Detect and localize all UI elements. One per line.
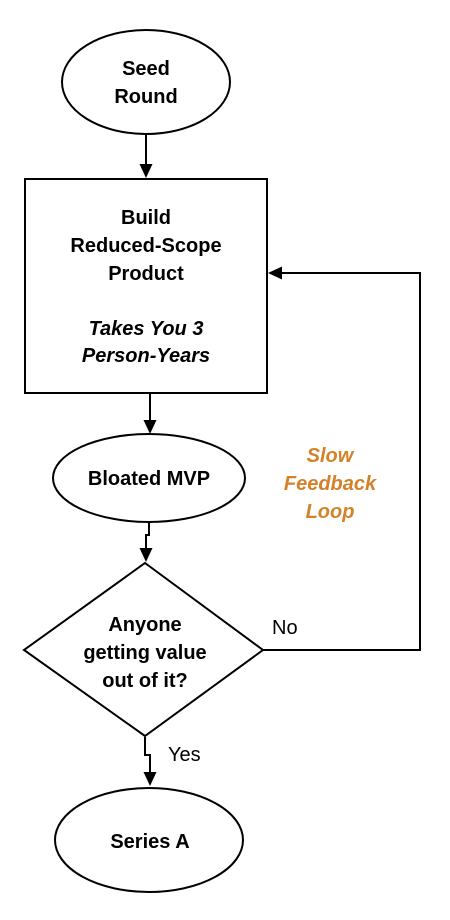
build-product-note-line1: Takes You 3 [89, 318, 204, 340]
edge-decision-yes-to-series-a [143, 737, 157, 786]
build-product-label-line3: Product [108, 263, 184, 285]
annotation-line3: Loop [306, 501, 355, 523]
decision-label-line1: Anyone [108, 614, 181, 636]
edge-mvp-to-decision [139, 522, 153, 562]
edge-build-to-mvp [143, 394, 157, 434]
build-product-note-line2: Person-Years [82, 345, 210, 367]
series-a-label: Series A [110, 831, 189, 853]
series-a-ellipse [54, 787, 244, 893]
decision-diamond [22, 561, 265, 738]
seed-round-label-line2: Round [114, 86, 177, 108]
arrowhead [143, 420, 157, 434]
annotation-line1: Slow [307, 445, 355, 467]
build-product-box [24, 178, 268, 394]
arrowhead [139, 548, 153, 562]
decision-label-line3: out of it? [102, 670, 188, 692]
build-product-label-line1: Build [121, 207, 171, 229]
build-product-label-line2: Reduced-Scope [70, 235, 221, 257]
edge-seed-to-build [139, 134, 153, 178]
annotation-line2: Feedback [284, 473, 377, 495]
build-product-node: Build Reduced-Scope Product Takes You 3 … [24, 178, 268, 394]
seed-round-ellipse [61, 29, 231, 135]
seed-round-label-line1: Seed [122, 58, 170, 80]
series-a-node: Series A [54, 787, 244, 893]
arrowhead [268, 266, 282, 280]
bloated-mvp-node: Bloated MVP [52, 433, 246, 523]
decision-label-line2: getting value [83, 642, 206, 664]
edge-decision-no-loop-back [263, 266, 421, 651]
edge-label-yes: Yes [168, 744, 201, 766]
bloated-mvp-label: Bloated MVP [88, 468, 210, 490]
slow-feedback-loop-annotation: Slow Feedback Loop [284, 445, 377, 523]
arrowhead [143, 772, 157, 786]
seed-round-node: Seed Round [61, 29, 231, 135]
decision-node: Anyone getting value out of it? [22, 561, 265, 738]
edge-label-no: No [272, 617, 298, 639]
arrowhead [139, 164, 153, 178]
